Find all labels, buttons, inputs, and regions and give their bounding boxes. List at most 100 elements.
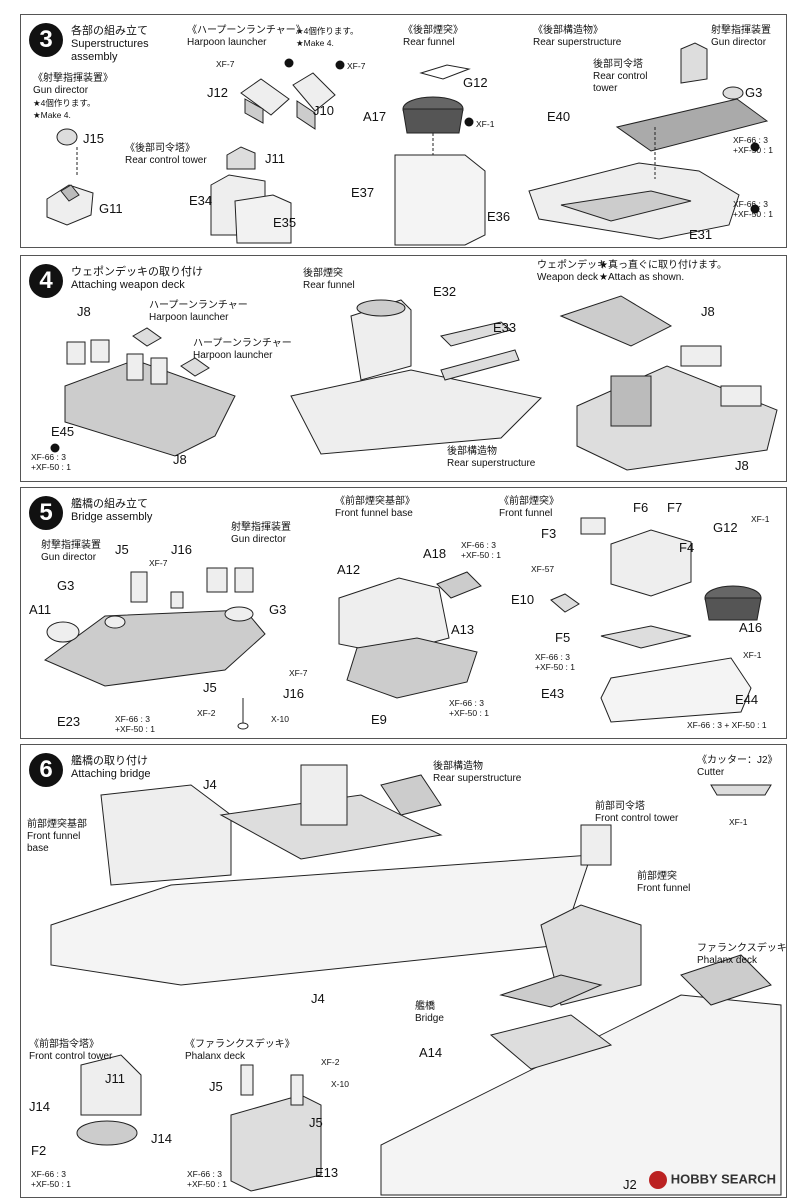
harpoon2-caption: ハープーンランチャー Harpoon launcher xyxy=(193,338,292,362)
cutter-caption: 《カッター：J2》 Cutter xyxy=(697,755,778,779)
step-title: 各部の組み立て Superstructures assembly xyxy=(71,25,151,64)
caption-en: Rear superstructure xyxy=(533,37,622,48)
caption-jp: ウェポンデッキ xyxy=(537,260,607,271)
paint-xf2: XF-2 xyxy=(321,1057,340,1067)
gun-director2-caption: 射撃指揮装置 Gun director xyxy=(711,25,771,49)
step-title-jp: 各部の組み立て xyxy=(71,25,148,37)
attach-note: ★真っ直ぐに取り付けます。 ★Attach as shown. xyxy=(599,260,727,284)
part-j14-b: J14 xyxy=(151,1131,172,1146)
caption-en: Rear superstructure xyxy=(433,773,522,784)
watermark-text: HOBBY SEARCH xyxy=(670,1171,776,1187)
part-j4-b: J4 xyxy=(311,991,325,1006)
paint-xf1: XF-1 xyxy=(476,119,495,129)
part-f2: F2 xyxy=(31,1143,47,1158)
rear-super-caption: 《後部構造物》 Rear superstructure xyxy=(533,25,621,49)
caption-jp: 後部構造物 xyxy=(433,761,483,772)
part-a16: A16 xyxy=(739,620,763,635)
step-5-illustration xyxy=(44,517,762,730)
part-g3-a: G3 xyxy=(57,578,75,593)
note-jp: ★真っ直ぐに取り付けます。 xyxy=(599,260,727,271)
caption-en: Harpoon launcher xyxy=(187,37,267,48)
watermark: HOBBY SEARCH xyxy=(648,1171,776,1189)
paint-line: +XF-50 : 1 xyxy=(449,708,489,718)
weapon-deck-caption: ウェポンデッキ Weapon deck xyxy=(537,260,607,284)
part-e10: E10 xyxy=(511,592,535,607)
caption-en: base xyxy=(27,843,49,854)
caption-jp: 前部司令塔 xyxy=(595,801,645,812)
paint-line: +XF-50 : 1 xyxy=(733,145,773,155)
paint-line: XF-66 : 3 xyxy=(461,540,496,550)
step-title: 艦橋の組み立て Bridge assembly xyxy=(71,498,152,524)
caption-jp: 《後部煙突》 xyxy=(403,25,463,36)
part-f5: F5 xyxy=(555,630,571,645)
paint-x10: X-10 xyxy=(331,1079,349,1089)
harpoon-note: ★4個作ります。 ★Make 4. xyxy=(296,25,359,49)
rear-super-caption: 後部構造物 Rear superstructure xyxy=(433,761,521,785)
part-g3-b: G3 xyxy=(269,602,287,617)
caption-en: Phalanx deck xyxy=(697,955,758,966)
part-j11: J11 xyxy=(265,151,285,166)
paint-line: XF-66 : 3 xyxy=(733,199,768,209)
paint-1: XF-66 : 3 +XF-50 : 1 xyxy=(115,714,155,734)
part-e40: E40 xyxy=(547,109,571,124)
part-j11: J11 xyxy=(105,1071,125,1086)
paint-1: XF-66 : 3 +XF-50 : 1 xyxy=(733,135,773,155)
caption-en: Rear funnel xyxy=(303,280,355,291)
paint-line: +XF-50 : 1 xyxy=(31,462,71,472)
note-jp: ★4個作ります。 xyxy=(296,26,359,36)
harpoon-caption: 《ハープーンランチャー》 Harpoon launcher xyxy=(187,25,306,49)
paint-line: +XF-50 : 1 xyxy=(461,550,501,560)
caption-jp: 《前部煙突基部》 xyxy=(335,496,415,507)
paint-line: XF-66 : 3 xyxy=(733,135,768,145)
front-tower2-caption: 《前部指令塔》 Front control tower xyxy=(29,1039,112,1063)
caption-en: Gun director xyxy=(33,85,89,96)
caption-jp: 射撃指揮装置 xyxy=(231,522,291,533)
note-en: ★Attach as shown. xyxy=(599,272,685,283)
part-e9: E9 xyxy=(371,712,387,727)
step-number: 4 xyxy=(29,264,63,298)
step-title-en: Bridge assembly xyxy=(71,511,153,523)
part-e13: E13 xyxy=(315,1165,339,1180)
rear-super-caption: 後部構造物 Rear superstructure xyxy=(447,446,535,470)
step-4-panel: 4 ウェポンデッキの取り付け Attaching weapon deck J8 … xyxy=(20,255,787,482)
paint-xf1: XF-1 xyxy=(729,817,748,827)
paint-5: XF-66 : 3 + XF-50 : 1 xyxy=(687,720,767,730)
paint-line: XF-66 : 3 xyxy=(31,452,66,462)
rear-tower-caption: 《後部司令塔》 Rear control tower xyxy=(125,143,207,167)
part-a18: A18 xyxy=(423,546,447,561)
front-base-caption: 《前部煙突基部》 Front funnel base xyxy=(335,496,415,520)
step-number: 5 xyxy=(29,496,63,530)
paint-xf2: XF-2 xyxy=(197,708,216,718)
caption-jp: 後部構造物 xyxy=(447,446,497,457)
paint-1: XF-66 : 3 +XF-50 : 1 xyxy=(31,452,71,472)
caption-jp: ハープーンランチャー xyxy=(149,300,248,311)
paint-line: XF-66 : 3 xyxy=(535,652,570,662)
rear-funnel-caption: 後部煙突 Rear funnel xyxy=(303,268,355,292)
step-5-panel: 5 艦橋の組み立て Bridge assembly 射撃指揮装置 Gun dir… xyxy=(20,487,787,739)
caption-en: tower xyxy=(593,83,618,94)
part-j12: J12 xyxy=(207,85,228,100)
caption-jp: 《射撃指揮装置》 xyxy=(33,73,113,84)
step-6-panel: 6 艦橋の取り付け Attaching bridge 前部煙突基部 Front … xyxy=(20,744,787,1198)
part-j8-b: J8 xyxy=(173,452,187,467)
caption-jp: 《後部司令塔》 xyxy=(125,143,195,154)
phalanx2-caption: 《ファランクスデッキ》 Phalanx deck xyxy=(185,1039,295,1063)
part-j5-b: J5 xyxy=(203,680,217,695)
part-a12: A12 xyxy=(337,562,361,577)
note-jp: ★4個作ります。 xyxy=(33,98,96,108)
caption-en: Front control tower xyxy=(595,813,679,824)
caption-en: Cutter xyxy=(697,767,725,778)
part-j14-a: J14 xyxy=(29,1099,50,1114)
paint-1: XF-66 : 3 +XF-50 : 1 xyxy=(31,1169,71,1189)
part-e37: E37 xyxy=(351,185,375,200)
caption-en: Rear superstructure xyxy=(447,458,536,469)
paint-2: XF-66 : 3 +XF-50 : 1 xyxy=(187,1169,227,1189)
caption-jp: 後部司令塔 xyxy=(593,59,643,70)
gun-director2-caption: 射撃指揮装置 Gun director xyxy=(231,522,291,546)
caption-en: Front control tower xyxy=(29,1051,113,1062)
step-3-panel: 3 各部の組み立て Superstructures assembly 《射撃指揮… xyxy=(20,14,787,248)
caption-en: Bridge xyxy=(415,1013,444,1024)
part-j5-a: J5 xyxy=(115,542,129,557)
paint-xf7-a: XF-7 xyxy=(216,59,235,69)
paint-line: XF-66 : 3 xyxy=(31,1169,66,1179)
